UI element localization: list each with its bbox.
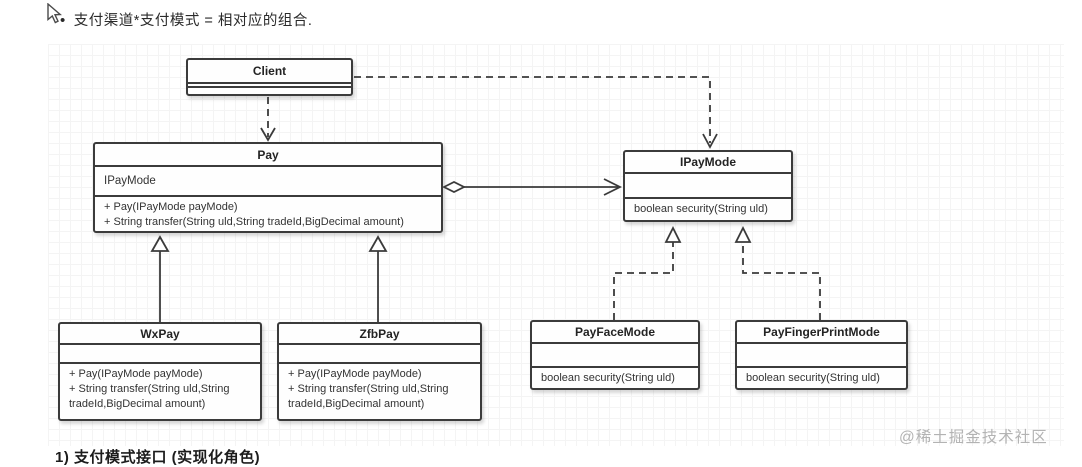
class-box-client: Client	[186, 58, 353, 96]
class-box-payfingerprintmode: PayFingerPrintMode boolean security(Stri…	[735, 320, 908, 390]
class-title: PayFaceMode	[532, 322, 698, 344]
class-title: Pay	[95, 144, 441, 167]
class-methods: + Pay(IPayMode payMode) + String transfe…	[60, 364, 260, 419]
bullet-marker: •	[60, 12, 66, 29]
class-title: PayFingerPrintMode	[737, 322, 906, 344]
class-attributes-empty	[188, 84, 351, 88]
method-line: + String transfer(String uld,String trad…	[69, 382, 230, 410]
class-attributes-empty	[737, 344, 906, 368]
class-box-ipaymode: IPayMode boolean security(String uld)	[623, 150, 793, 222]
class-methods: + Pay(IPayMode payMode) + String transfe…	[279, 364, 480, 419]
class-title: Client	[188, 60, 351, 84]
class-methods: + Pay(IPayMode payMode) + String transfe…	[95, 197, 441, 231]
class-attributes-empty	[625, 174, 791, 199]
note-line: • 支付渠道*支付模式 = 相对应的组合.	[60, 9, 312, 30]
method-line: boolean security(String uld)	[541, 371, 675, 384]
class-title: IPayMode	[625, 152, 791, 174]
class-methods-empty	[188, 88, 351, 94]
class-box-zfbpay: ZfbPay + Pay(IPayMode payMode) + String …	[277, 322, 482, 421]
class-title: ZfbPay	[279, 324, 480, 345]
watermark: @稀土掘金技术社区	[899, 429, 1048, 446]
class-attributes-empty	[532, 344, 698, 368]
method-line: boolean security(String uld)	[746, 371, 880, 384]
method-line: + String transfer(String uld,String trad…	[104, 215, 404, 228]
method-line: boolean security(String uld)	[634, 203, 768, 216]
class-attribute: IPayMode	[95, 167, 441, 197]
method-line: + Pay(IPayMode payMode)	[69, 368, 203, 380]
method-line: + Pay(IPayMode payMode)	[104, 201, 238, 213]
method-line: + String transfer(String uld,String trad…	[288, 382, 449, 410]
class-box-wxpay: WxPay + Pay(IPayMode payMode) + String t…	[58, 322, 262, 421]
class-attributes-empty	[60, 345, 260, 364]
method-line: + Pay(IPayMode payMode)	[288, 368, 422, 380]
class-box-pay: Pay IPayMode + Pay(IPayMode payMode) + S…	[93, 142, 443, 233]
class-attributes-empty	[279, 345, 480, 364]
class-box-payfacemode: PayFaceMode boolean security(String uld)	[530, 320, 700, 390]
mouse-cursor-icon	[46, 2, 62, 29]
class-title: WxPay	[60, 324, 260, 345]
note-text: 支付渠道*支付模式 = 相对应的组合.	[73, 13, 313, 29]
